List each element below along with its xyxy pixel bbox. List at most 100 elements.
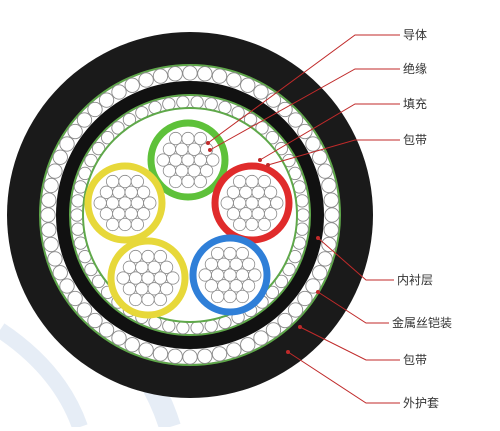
armor-wire [52, 265, 68, 281]
conductor-strand [153, 271, 167, 285]
armor-wire [287, 302, 304, 318]
conductor-strand [235, 246, 249, 261]
conductor-strand [193, 153, 207, 167]
conductor-strand [162, 142, 176, 156]
armor-wire [152, 346, 169, 362]
armor-wire [305, 136, 321, 152]
conductor-strand [156, 153, 170, 167]
armor-wire [324, 207, 340, 223]
core-green [147, 119, 229, 201]
conductor-strand [153, 292, 167, 307]
armor-wire [59, 136, 75, 152]
conductor-strand [226, 185, 240, 199]
label-outer-sheath: 外护套 [403, 396, 440, 410]
conductor-strand [99, 207, 114, 221]
conductor-strand [229, 257, 243, 271]
armor-wire [138, 72, 154, 88]
conductor-strand [99, 185, 114, 199]
armor-wire [87, 101, 103, 118]
conductor-strand [175, 142, 189, 156]
leader-endpoint [298, 325, 302, 329]
conductor-strand [223, 268, 237, 282]
conductor-strand [217, 279, 231, 293]
conductor-strand [193, 174, 207, 189]
armor-wire [67, 290, 83, 307]
conductor-strand [204, 279, 218, 293]
conductor-strand [141, 292, 155, 307]
conductor-strand [116, 271, 130, 285]
conductor-strand [263, 185, 278, 199]
armor-wire [41, 192, 57, 208]
leader-line [259, 103, 400, 161]
armor-wire [305, 278, 321, 294]
conductor-strand [122, 282, 136, 296]
conductor-strand [129, 292, 143, 307]
conductor-strand [118, 217, 132, 232]
conductor-strand [112, 207, 126, 221]
leader-line [317, 237, 394, 281]
wrapping-tape-ring [82, 107, 298, 323]
core-red [211, 162, 293, 244]
conductor-strand [245, 196, 259, 210]
conductor-strand [160, 282, 174, 296]
armor-wire [43, 236, 59, 253]
core-yellow [84, 162, 166, 244]
conductor-strand [239, 207, 253, 221]
armor-wire [253, 330, 269, 346]
leader-line [267, 139, 400, 166]
armor-wire [59, 278, 75, 294]
conductor-strand [242, 279, 256, 293]
leader-line [209, 68, 400, 151]
conductor-strand [229, 279, 243, 293]
conductor-strand [143, 196, 157, 210]
conductor-strand [206, 153, 220, 167]
armor-wire [152, 68, 169, 84]
leader-endpoint [316, 290, 320, 294]
conductor-strand [204, 257, 218, 271]
armor-wire [211, 68, 228, 84]
armor-wire [190, 321, 204, 335]
armor-wire [312, 149, 328, 165]
leader-line [299, 326, 400, 361]
leader-lines [206, 34, 400, 404]
conductor-strand [181, 153, 195, 167]
armor-wire [40, 207, 56, 223]
label-filler: 填充 [403, 97, 428, 111]
conductor-strand [226, 207, 240, 221]
conductor-strand [137, 185, 151, 199]
conductor-strand [166, 271, 180, 285]
armor-wire [317, 163, 333, 179]
conductor-strand [211, 246, 225, 261]
armor-wire [295, 222, 309, 236]
armor-wire [124, 77, 140, 93]
armor-wire [226, 72, 242, 88]
armor-wire [295, 194, 309, 208]
label-armor: 金属丝铠装 [392, 316, 453, 330]
armor-wire [240, 77, 256, 93]
armor-wire [253, 84, 269, 100]
leader-endpoint [206, 141, 210, 145]
armor-wire [43, 177, 59, 194]
conductor-strand [211, 289, 225, 304]
core-yellow [107, 237, 189, 319]
conductor-strand [187, 142, 201, 156]
conductor-strand [135, 260, 149, 274]
armor-wire [138, 342, 154, 358]
conductor-strand [233, 196, 247, 210]
conductor-strand [245, 217, 259, 232]
leader-endpoint [258, 158, 262, 162]
armor-wire [323, 222, 339, 238]
conductor-strand [122, 260, 136, 274]
conductor-strand [257, 174, 271, 189]
armor-wire [47, 251, 63, 267]
armor-wire [182, 349, 198, 365]
leader-endpoint [316, 236, 320, 240]
outer-tape-ring [39, 64, 341, 366]
conductor-strand [248, 268, 262, 282]
armor-wire [182, 65, 198, 81]
conductor-strand [130, 217, 144, 232]
conductor-strand [220, 196, 234, 210]
armor-wire [98, 322, 115, 338]
